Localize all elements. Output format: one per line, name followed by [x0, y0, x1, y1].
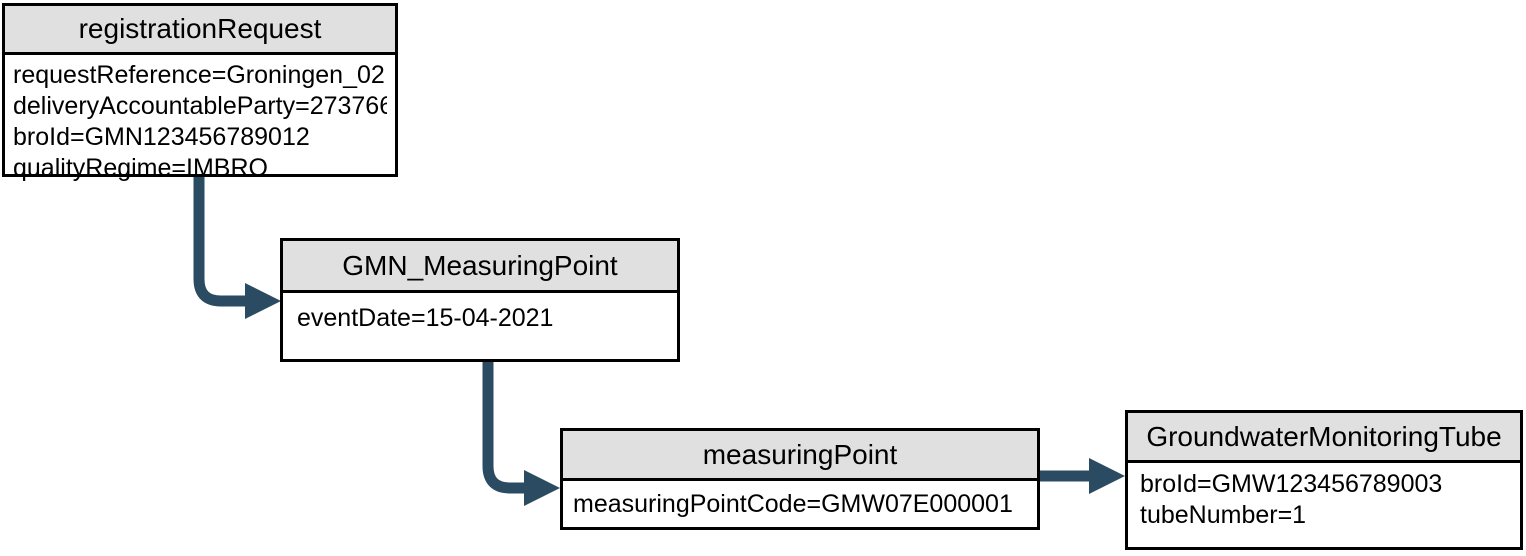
connector-measuringpoint-to-groundwatermonitoringtube — [1040, 458, 1125, 494]
node-body: requestReference=Groningen_02 deliveryAc… — [5, 55, 395, 189]
node-title: GMN_MeasuringPoint — [342, 249, 618, 281]
diagram-node-measuring-point: measuringPoint measuringPointCode=GMW07E… — [560, 428, 1040, 530]
node-attribute: eventDate=15-04-2021 — [297, 304, 554, 332]
node-attribute: measuringPointCode=GMW07E000001 — [573, 490, 1013, 518]
connector-arrowhead-icon — [1089, 458, 1125, 494]
connector-gmn-measuringpoint-to-measuringpoint — [482, 360, 560, 506]
diagram-node-registration-request: registrationRequest requestReference=Gro… — [2, 3, 398, 182]
node-header: GMN_MeasuringPoint — [283, 241, 677, 293]
connector-registrationrequest-to-gmn-measuringpoint — [193, 175, 281, 319]
node-body: broId=GMW123456789003 tubeNumber=1 — [1128, 463, 1520, 537]
connector-arrowhead-icon — [524, 470, 560, 506]
node-attribute: broId=GMN123456789012 — [13, 123, 310, 151]
node-title: registrationRequest — [78, 13, 322, 44]
node-header: GroundwaterMonitoringTube — [1128, 413, 1520, 463]
node-attribute: broId=GMW123456789003 — [1140, 470, 1443, 498]
connector-elbow-line — [482, 360, 527, 494]
node-title: GroundwaterMonitoringTube — [1146, 420, 1502, 452]
node-attribute: requestReference=Groningen_02 — [13, 61, 385, 89]
diagram-node-gmn-measuring-point: GMN_MeasuringPoint eventDate=15-04-2021 — [280, 238, 680, 362]
node-attribute: deliveryAccountableParty=27376655 — [13, 92, 387, 120]
node-attribute: tubeNumber=1 — [1140, 501, 1307, 529]
connector-arrowhead-icon — [245, 283, 281, 319]
node-attribute: qualityRegime=IMBRO — [13, 154, 268, 182]
node-header: measuringPoint — [563, 431, 1037, 481]
node-header: registrationRequest — [5, 6, 395, 55]
node-body: eventDate=15-04-2021 — [283, 293, 677, 344]
node-body: measuringPointCode=GMW07E000001 — [563, 481, 1037, 528]
node-title: measuringPoint — [702, 438, 898, 470]
connector-elbow-line — [193, 175, 248, 307]
diagram-node-groundwater-monitoring-tube: GroundwaterMonitoringTube broId=GMW12345… — [1125, 410, 1523, 550]
